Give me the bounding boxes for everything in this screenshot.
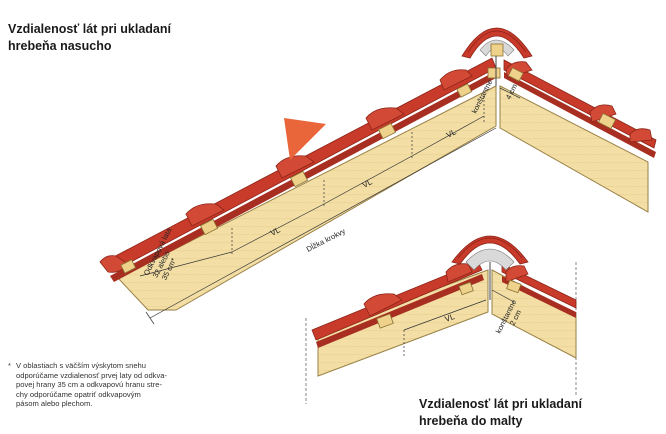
rafter-length-line [149, 127, 497, 319]
footnote-line: povej hrany 35 cm a odkvapovú hranu stre… [16, 380, 163, 390]
footnote-line: odporúčame vzdialenosť prvej laty od odk… [16, 370, 168, 380]
footnote-line: pásom alebo plechom. [16, 399, 93, 409]
mortar-ridge-diagram: VL konštantne 2 cm [305, 235, 577, 404]
footnote: * V oblastiach s väčším výskytom snehu o… [8, 361, 205, 409]
left-rafter [117, 85, 497, 311]
dry-battens [120, 67, 617, 274]
footnote-line: V oblastiach s väčším výskytom snehu [16, 361, 146, 370]
left-tile-humps [99, 69, 473, 273]
dry-ridge-cap [461, 27, 533, 86]
footnote-mark: * [8, 361, 11, 370]
vl-label-2: VL [361, 177, 374, 190]
title-dry: Vzdialenosť lát pri ukladaní hrebeňa nas… [8, 21, 171, 55]
mortar-vl-label: VL [444, 312, 457, 324]
vl-label-3: VL [445, 127, 458, 140]
mortar-battens [376, 279, 522, 329]
title-mortar: Vzdialenosť lát pri ukladaní hrebeňa do … [419, 396, 582, 430]
dry-dimension-lines [139, 87, 521, 277]
title-dry-line-2: hrebeňa nasucho [8, 39, 112, 53]
dry-ridge-diagram: Odkvapová lata 32 alebo 35 cm* VL VL VL … [99, 27, 657, 325]
vl-label-1: VL [269, 225, 282, 238]
mortar-ridge-cap [451, 235, 529, 300]
title-mortar-line-2: hrebeňa do malty [419, 414, 523, 428]
accent-flag [284, 118, 326, 160]
right-rafter [499, 85, 649, 213]
title-dry-line-1: Vzdialenosť lát pri ukladaní [8, 22, 171, 36]
title-mortar-line-1: Vzdialenosť lát pri ukladaní [419, 397, 582, 411]
footnote-line: chy odporúčame opatriť odkvapovým [16, 389, 141, 399]
